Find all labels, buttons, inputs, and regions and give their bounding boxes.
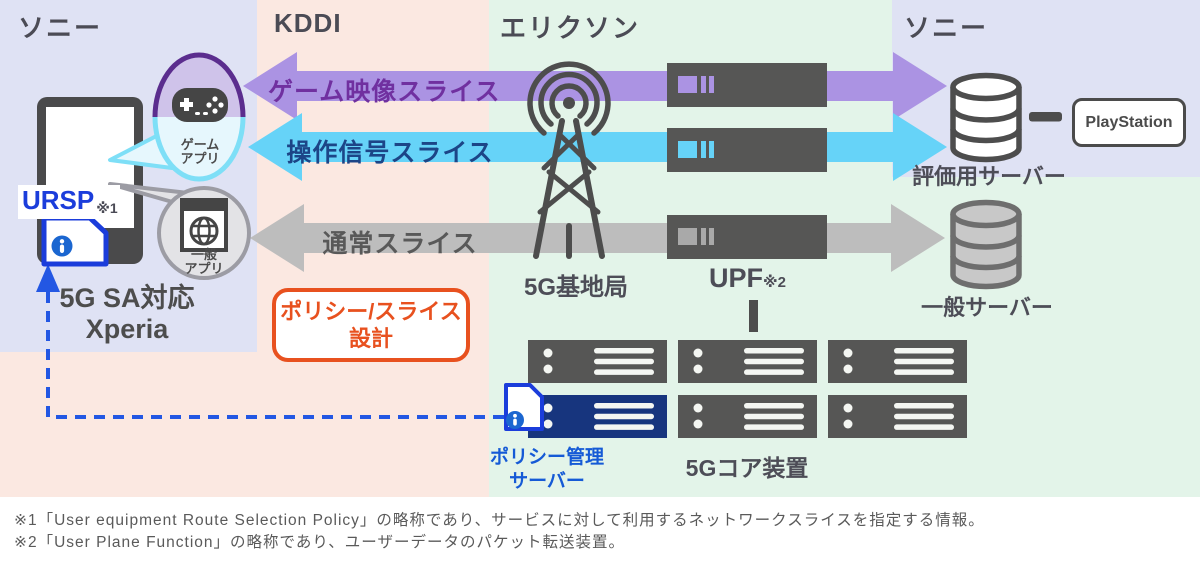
server-unit xyxy=(828,395,967,438)
game-app-label: ゲーム アプリ xyxy=(180,137,220,166)
general-app-bubble xyxy=(108,182,251,280)
sim-card-icon xyxy=(41,215,109,267)
ursp-footnote-ref: ※1 xyxy=(96,200,118,216)
footnote-2: ※2「User Plane Function」の略称であり、ユーザーデータのパケ… xyxy=(14,534,625,551)
server-playstation-link xyxy=(1029,112,1062,122)
game-app-bubble xyxy=(108,52,246,182)
server-unit xyxy=(678,340,817,383)
server-unit xyxy=(528,340,667,383)
browser-globe-icon xyxy=(180,198,228,252)
server-unit xyxy=(678,395,817,438)
policy-management-server-unit xyxy=(528,395,667,438)
policy-server-label: ポリシー管理 サーバー xyxy=(489,447,604,492)
game-controller-icon xyxy=(172,88,228,122)
server-unit xyxy=(828,340,967,383)
upf-unit-control-slice xyxy=(667,128,827,172)
general-app-label: 一般 アプリ xyxy=(184,247,224,276)
playstation-box: PlayStation xyxy=(1072,98,1186,147)
upf-unit-normal-slice xyxy=(667,215,827,259)
ursp-text: URSP xyxy=(22,185,95,215)
core-equipment-label: 5Gコア装置 xyxy=(685,455,809,481)
upf-unit-game-slice xyxy=(667,63,827,107)
database-icon xyxy=(950,72,1022,163)
normal-slice-label: 通常スライス xyxy=(322,230,478,258)
general-server-label: 一般サーバー xyxy=(921,295,1053,320)
control-signal-slice-arrow xyxy=(248,113,947,181)
section-header-sony-right: ソニー xyxy=(904,13,989,43)
section-header-ericsson: エリクソン xyxy=(500,13,641,43)
sim-card-icon xyxy=(504,383,544,431)
database-icon xyxy=(950,199,1022,290)
footnote-1: ※1「User equipment Route Selection Policy… xyxy=(14,512,985,529)
core-server-rack xyxy=(528,340,967,438)
policy-slice-design-box: ポリシー/スライス 設計 xyxy=(272,288,470,362)
radio-tower-icon xyxy=(527,61,611,259)
upf-label: UPF※2 xyxy=(709,263,786,293)
game-video-slice-arrow xyxy=(243,52,947,120)
ursp-label: URSP※1 xyxy=(18,185,120,219)
upf-footnote-ref: ※2 xyxy=(763,274,786,291)
ursp-dashed-connector xyxy=(36,264,508,419)
base-station-label: 5G基地局 xyxy=(523,274,628,301)
upf-core-connector xyxy=(749,300,758,332)
control-signal-slice-label: 操作信号スライス xyxy=(286,139,494,167)
device-name-label: 5G SA対応 Xperia xyxy=(59,283,195,344)
game-video-slice-label: ゲーム映像スライス xyxy=(268,78,501,106)
eval-server-label: 評価用サーバー xyxy=(912,164,1066,189)
section-header-sony-left: ソニー xyxy=(18,13,103,43)
section-header-kddi: KDDI xyxy=(274,8,342,38)
